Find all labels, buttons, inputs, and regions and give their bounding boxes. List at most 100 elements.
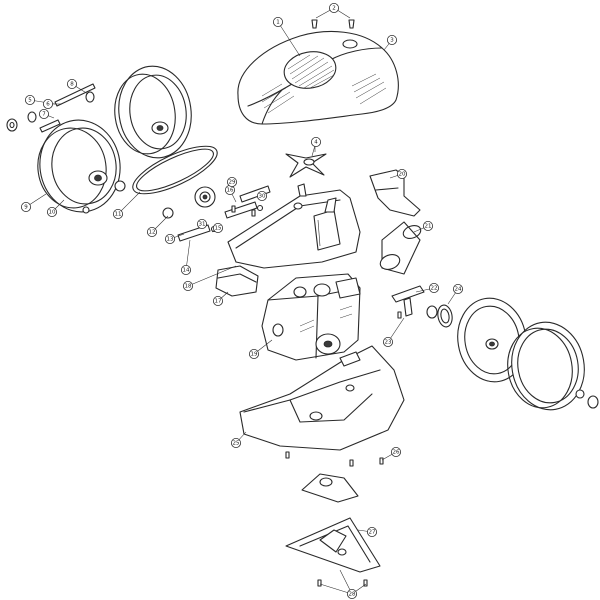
callout-label: 3 xyxy=(390,37,394,43)
callout-label: 8 xyxy=(70,81,74,87)
left-washers xyxy=(6,83,96,214)
callout-label: 25 xyxy=(233,440,240,446)
callout-label: 9 xyxy=(24,204,28,210)
callout-label: 4 xyxy=(314,139,318,145)
impeller xyxy=(285,140,327,178)
callout-circle xyxy=(390,446,401,457)
callout-circle xyxy=(230,437,241,448)
callout-30: 30 xyxy=(256,190,267,201)
callout-label: 12 xyxy=(149,229,156,235)
right-bracket xyxy=(391,285,453,328)
callout-label: 24 xyxy=(455,286,462,292)
callout-14: 14 xyxy=(180,264,191,275)
callout-circle xyxy=(248,348,259,359)
callout-label: 10 xyxy=(49,209,56,215)
callout-6: 6 xyxy=(43,99,54,110)
callout-label: 31 xyxy=(199,221,206,227)
callout-label: 11 xyxy=(115,211,122,217)
callout-circle xyxy=(386,35,397,46)
callout-circle xyxy=(39,109,50,120)
bottom-housing xyxy=(239,345,405,451)
callout-label: 22 xyxy=(431,285,438,291)
callout-circle xyxy=(452,283,463,294)
callout-10: 10 xyxy=(47,206,58,217)
callout-label: 6 xyxy=(46,101,50,107)
top-cover xyxy=(237,31,399,125)
callout-15: 15 xyxy=(212,222,223,233)
callout-19: 19 xyxy=(248,348,259,359)
callout-label: 7 xyxy=(42,111,46,117)
callout-label: 21 xyxy=(425,223,432,229)
drive-belt xyxy=(114,145,218,195)
callout-label: 2 xyxy=(332,5,336,11)
callout-7: 7 xyxy=(39,109,50,120)
callout-circle xyxy=(182,280,193,291)
callout-circle xyxy=(346,589,357,600)
callout-13: 13 xyxy=(164,233,175,244)
right-wheel xyxy=(457,297,527,383)
callout-circle xyxy=(422,220,433,231)
callout-8: 8 xyxy=(67,79,78,90)
callout-28: 28 xyxy=(346,589,357,600)
callout-12: 12 xyxy=(146,226,157,237)
callout-26: 26 xyxy=(390,446,401,457)
callout-circle xyxy=(382,336,393,347)
callout-label: 14 xyxy=(183,267,190,273)
callout-label: 26 xyxy=(393,449,400,455)
callout-circle xyxy=(328,3,339,13)
callout-9: 9 xyxy=(20,201,31,212)
callout-label: 15 xyxy=(215,225,222,231)
callout-label: 16 xyxy=(227,187,234,193)
callout-label: 1 xyxy=(276,19,280,25)
callout-circle xyxy=(272,16,283,27)
callout-circle xyxy=(256,190,267,201)
callout-circle xyxy=(212,222,223,233)
screws xyxy=(231,205,402,587)
motor-gearbox xyxy=(261,273,361,361)
chassis xyxy=(227,183,361,269)
callout-3: 3 xyxy=(386,35,397,46)
callout-label: 19 xyxy=(251,351,258,357)
callout-21: 21 xyxy=(422,220,433,231)
callout-27: 27 xyxy=(366,527,377,538)
callout-circle xyxy=(310,136,321,147)
callout-1: 1 xyxy=(272,16,283,27)
callout-circle xyxy=(113,208,124,219)
callout-circle xyxy=(43,99,54,110)
callout-circle xyxy=(196,218,207,229)
callout-25: 25 xyxy=(230,437,241,448)
callout-label: 5 xyxy=(28,97,32,103)
callout-20: 20 xyxy=(396,168,407,179)
callout-label: 20 xyxy=(399,171,406,177)
left-front-wheel xyxy=(37,119,121,213)
callout-5: 5 xyxy=(24,95,35,106)
callout-4: 4 xyxy=(310,136,321,147)
callout-circle xyxy=(366,527,377,538)
callout-circle xyxy=(20,201,31,212)
left-rear-wheel xyxy=(114,65,192,159)
callout-circle xyxy=(212,295,223,306)
callout-11: 11 xyxy=(113,208,124,219)
callout-label: 30 xyxy=(259,193,266,199)
callout-label: 18 xyxy=(185,283,192,289)
right-tire xyxy=(507,321,585,411)
callout-circle xyxy=(180,264,191,275)
callout-24: 24 xyxy=(452,283,463,294)
callout-circle xyxy=(226,176,237,187)
callout-circle xyxy=(146,226,157,237)
callout-circle xyxy=(428,282,439,293)
callout-circle xyxy=(164,233,175,244)
callout-circle xyxy=(47,206,58,217)
callout-23: 23 xyxy=(382,336,393,347)
intake-duct xyxy=(369,169,421,217)
callout-circle xyxy=(396,168,407,179)
outlet-nozzle xyxy=(379,221,422,275)
side-cap xyxy=(215,265,259,297)
callout-label: 27 xyxy=(369,529,376,535)
callout-label: 13 xyxy=(167,236,174,242)
right-washers xyxy=(575,389,599,409)
callout-label: 28 xyxy=(349,591,356,597)
callout-circle xyxy=(24,95,35,106)
top-screws xyxy=(311,19,355,29)
